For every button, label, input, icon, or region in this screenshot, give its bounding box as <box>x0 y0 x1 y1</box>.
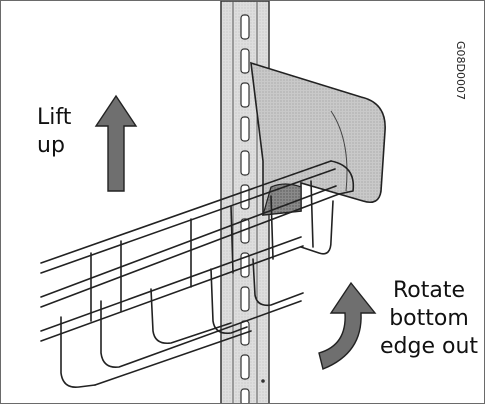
lift-up-text: Lift up <box>37 105 71 158</box>
wall-standard <box>221 1 269 404</box>
rotate-line-1: Rotate <box>380 277 478 305</box>
rotate-instruction: Rotate bottom edge out <box>380 277 478 361</box>
curved-arrow-icon <box>319 283 375 369</box>
rotate-line-3: edge out <box>380 333 478 361</box>
lift-up-instruction: Lift up <box>37 104 71 160</box>
wire-shelf <box>41 161 353 387</box>
figure-code: G08D0007 <box>454 41 467 100</box>
up-arrow-icon <box>96 96 136 191</box>
rotate-line-2: bottom <box>380 305 478 333</box>
